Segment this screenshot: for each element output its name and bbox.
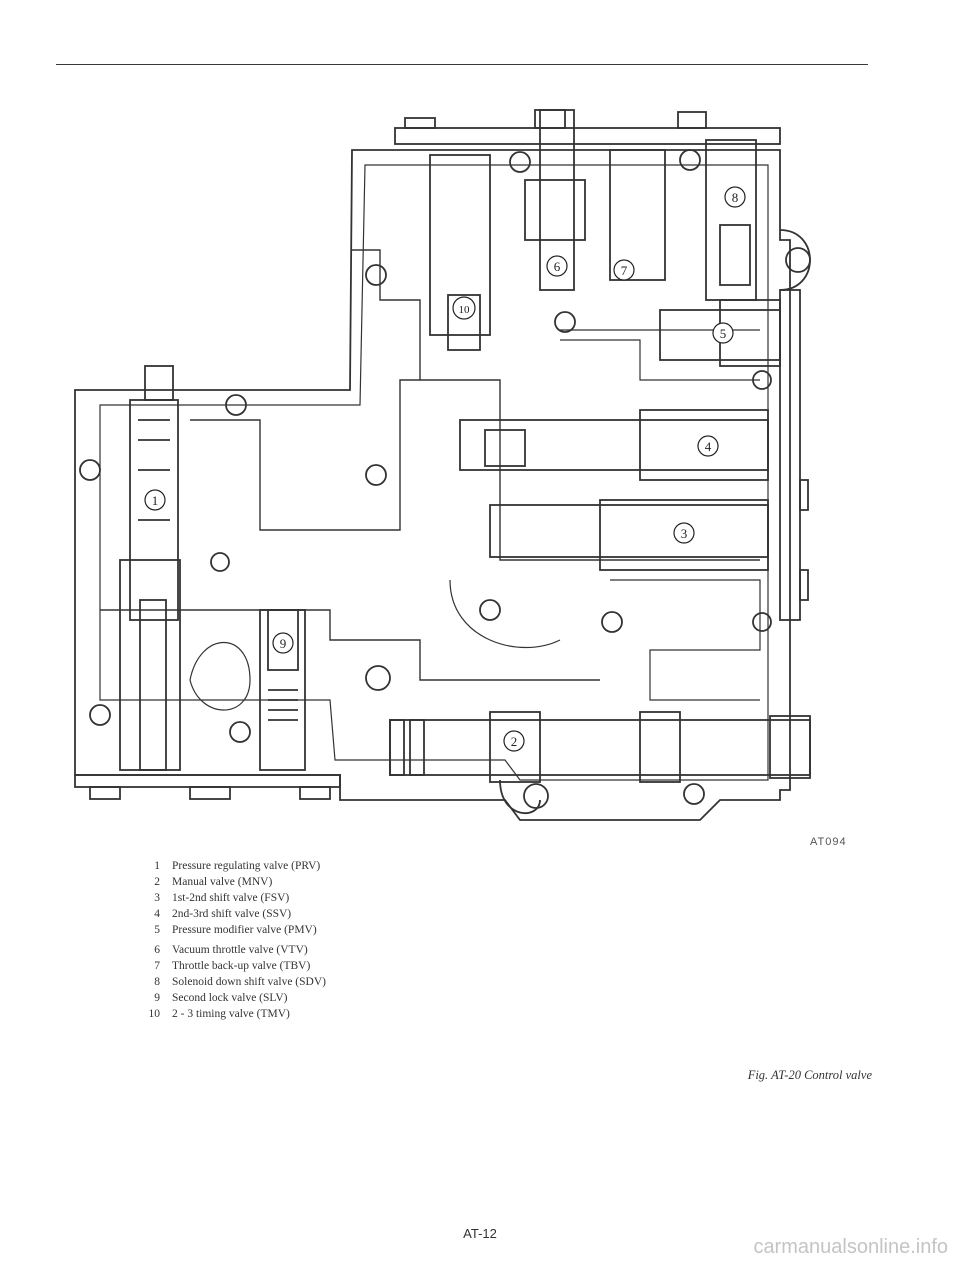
legend-text: 2nd-3rd shift valve (SSV) (172, 908, 292, 920)
legend-num: 4 (154, 908, 160, 920)
valve-7 (609, 149, 666, 281)
legend-item: 8 Solenoid down shift valve (SDV) (140, 974, 326, 990)
callout-7: 7 (613, 259, 635, 281)
legend-text: Pressure modifier valve (PMV) (172, 924, 317, 936)
legend-num: 7 (154, 960, 160, 972)
figure-code: AT094 (810, 836, 847, 848)
svg-text:8: 8 (732, 190, 739, 205)
valve-body-outline (74, 149, 791, 821)
legend-num: 3 (154, 892, 160, 904)
legend-text: Vacuum throttle valve (VTV) (172, 944, 308, 956)
svg-text:3: 3 (681, 526, 688, 541)
legend-item: 7 Throttle back-up valve (TBV) (140, 958, 326, 974)
legend-item: 3 1st-2nd shift valve (FSV) (140, 890, 326, 906)
legend-text: Solenoid down shift valve (SDV) (172, 976, 326, 988)
legend-num: 2 (154, 876, 160, 888)
callout-6: 6 (546, 255, 568, 277)
right-plate (779, 289, 801, 621)
page-number: AT-12 (463, 1226, 497, 1241)
legend-text: Manual valve (MNV) (172, 876, 273, 888)
callout-3: 3 (673, 522, 695, 544)
top-rule (56, 64, 868, 65)
legend-item: 4 2nd-3rd shift valve (SSV) (140, 906, 326, 922)
valve-body-inner (99, 164, 769, 781)
svg-text:5: 5 (720, 326, 727, 341)
svg-text:2: 2 (511, 734, 518, 749)
svg-text:1: 1 (152, 493, 159, 508)
svg-text:6: 6 (554, 259, 561, 274)
valve-10 (429, 154, 491, 336)
svg-text:4: 4 (705, 439, 712, 454)
legend-num: 8 (154, 976, 160, 988)
top-plate (394, 127, 781, 145)
legend-text: Pressure regulating valve (PRV) (172, 860, 321, 872)
svg-text:10: 10 (459, 304, 471, 316)
legend-item: 10 2 - 3 timing valve (TMV) (140, 1006, 326, 1022)
legend-item: 1 Pressure regulating valve (PRV) (140, 858, 326, 874)
callout-1: 1 (144, 489, 166, 511)
legend-num: 6 (154, 944, 160, 956)
legend-item: 2 Manual valve (MNV) (140, 874, 326, 890)
legend-text: 1st-2nd shift valve (FSV) (172, 892, 290, 904)
svg-text:7: 7 (621, 263, 628, 278)
callout-5: 5 (712, 322, 734, 344)
legend-num: 9 (154, 992, 160, 1004)
callout-2: 2 (503, 730, 525, 752)
legend-num: 10 (148, 1008, 161, 1020)
legend-text: Second lock valve (SLV) (172, 992, 288, 1004)
svg-text:9: 9 (280, 636, 287, 651)
figure-caption: Fig. AT-20 Control valve (747, 1068, 872, 1082)
legend-num: 5 (154, 924, 160, 936)
callout-8: 8 (724, 186, 746, 208)
callout-4: 4 (697, 435, 719, 457)
legend-text: 2 - 3 timing valve (TMV) (172, 1008, 290, 1020)
legend-num: 1 (154, 860, 160, 872)
callout-9: 9 (272, 632, 294, 654)
legend-item: 5 Pressure modifier valve (PMV) (140, 922, 326, 938)
legend-item: 6 Vacuum throttle valve (VTV) (140, 942, 326, 958)
legend: 1 Pressure regulating valve (PRV) 2 Manual… (140, 858, 326, 1022)
valve-6 (539, 109, 575, 291)
callout-10: 10 (452, 296, 476, 320)
watermark: carmanualsonline.info (753, 1236, 948, 1258)
legend-text: Throttle back-up valve (TBV) (172, 960, 311, 972)
legend-item: 9 Second lock valve (SLV) (140, 990, 326, 1006)
